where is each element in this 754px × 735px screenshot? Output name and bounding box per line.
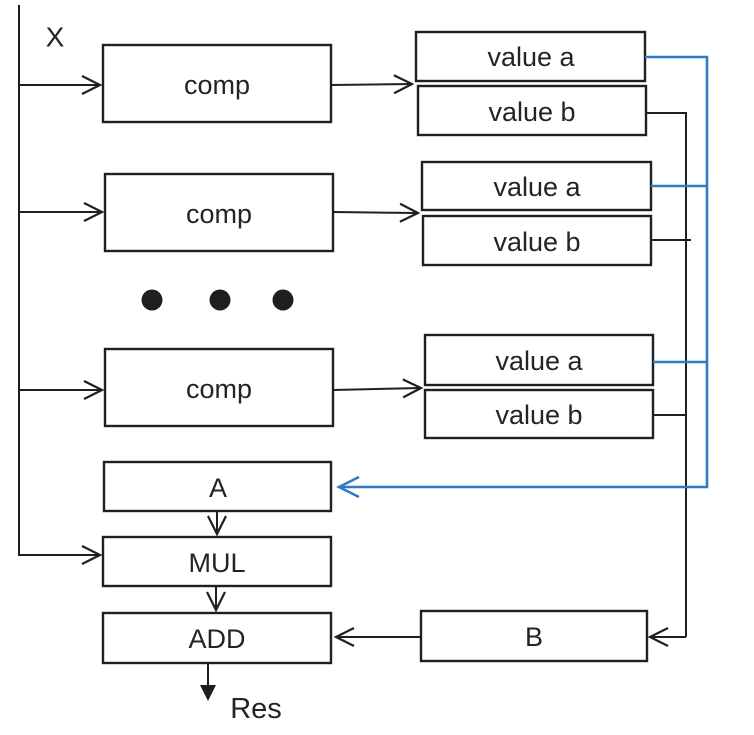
- value-a-label-1: value a: [487, 42, 575, 72]
- value-b-label-1: value b: [488, 97, 575, 127]
- a-register-label: A: [209, 473, 227, 503]
- mul-label: MUL: [188, 548, 245, 578]
- comp-box-2: [103, 172, 335, 253]
- ellipsis-dot-1: [141, 289, 163, 311]
- comp-label-3: comp: [186, 374, 252, 404]
- result-label: Res: [230, 693, 282, 725]
- add-label: ADD: [188, 624, 245, 654]
- arrow-comp-3-to-values: [332, 378, 424, 399]
- b-register-label: B: [525, 622, 543, 652]
- comp-box-1: [101, 43, 333, 124]
- value-a-box-2: [420, 160, 653, 212]
- value-a-label-3: value a: [495, 346, 583, 376]
- value-a-box-3: [423, 333, 655, 387]
- input-label: X: [46, 22, 65, 53]
- comp-label-1: comp: [184, 70, 250, 100]
- b-register-box: [419, 609, 649, 663]
- comp-box-3: [103, 347, 335, 428]
- ellipsis-dot-2: [209, 289, 231, 311]
- comp-label-2: comp: [186, 199, 252, 229]
- value-b-label-3: value b: [495, 400, 582, 430]
- value-b-box-2: [421, 214, 653, 267]
- value-b-label-2: value b: [493, 227, 580, 257]
- a-bus-line: [336, 55, 709, 499]
- mul-box: [101, 535, 333, 588]
- arrow-comp-2-to-values: [332, 202, 421, 223]
- arrow-comp-1-to-values: [330, 74, 415, 95]
- a-register-box: [102, 460, 333, 513]
- ellipsis-dot-3: [272, 289, 294, 311]
- add-box: [101, 611, 333, 665]
- value-b-box-1: [416, 84, 648, 137]
- value-a-label-2: value a: [493, 172, 581, 202]
- value-b-box-3: [423, 388, 655, 440]
